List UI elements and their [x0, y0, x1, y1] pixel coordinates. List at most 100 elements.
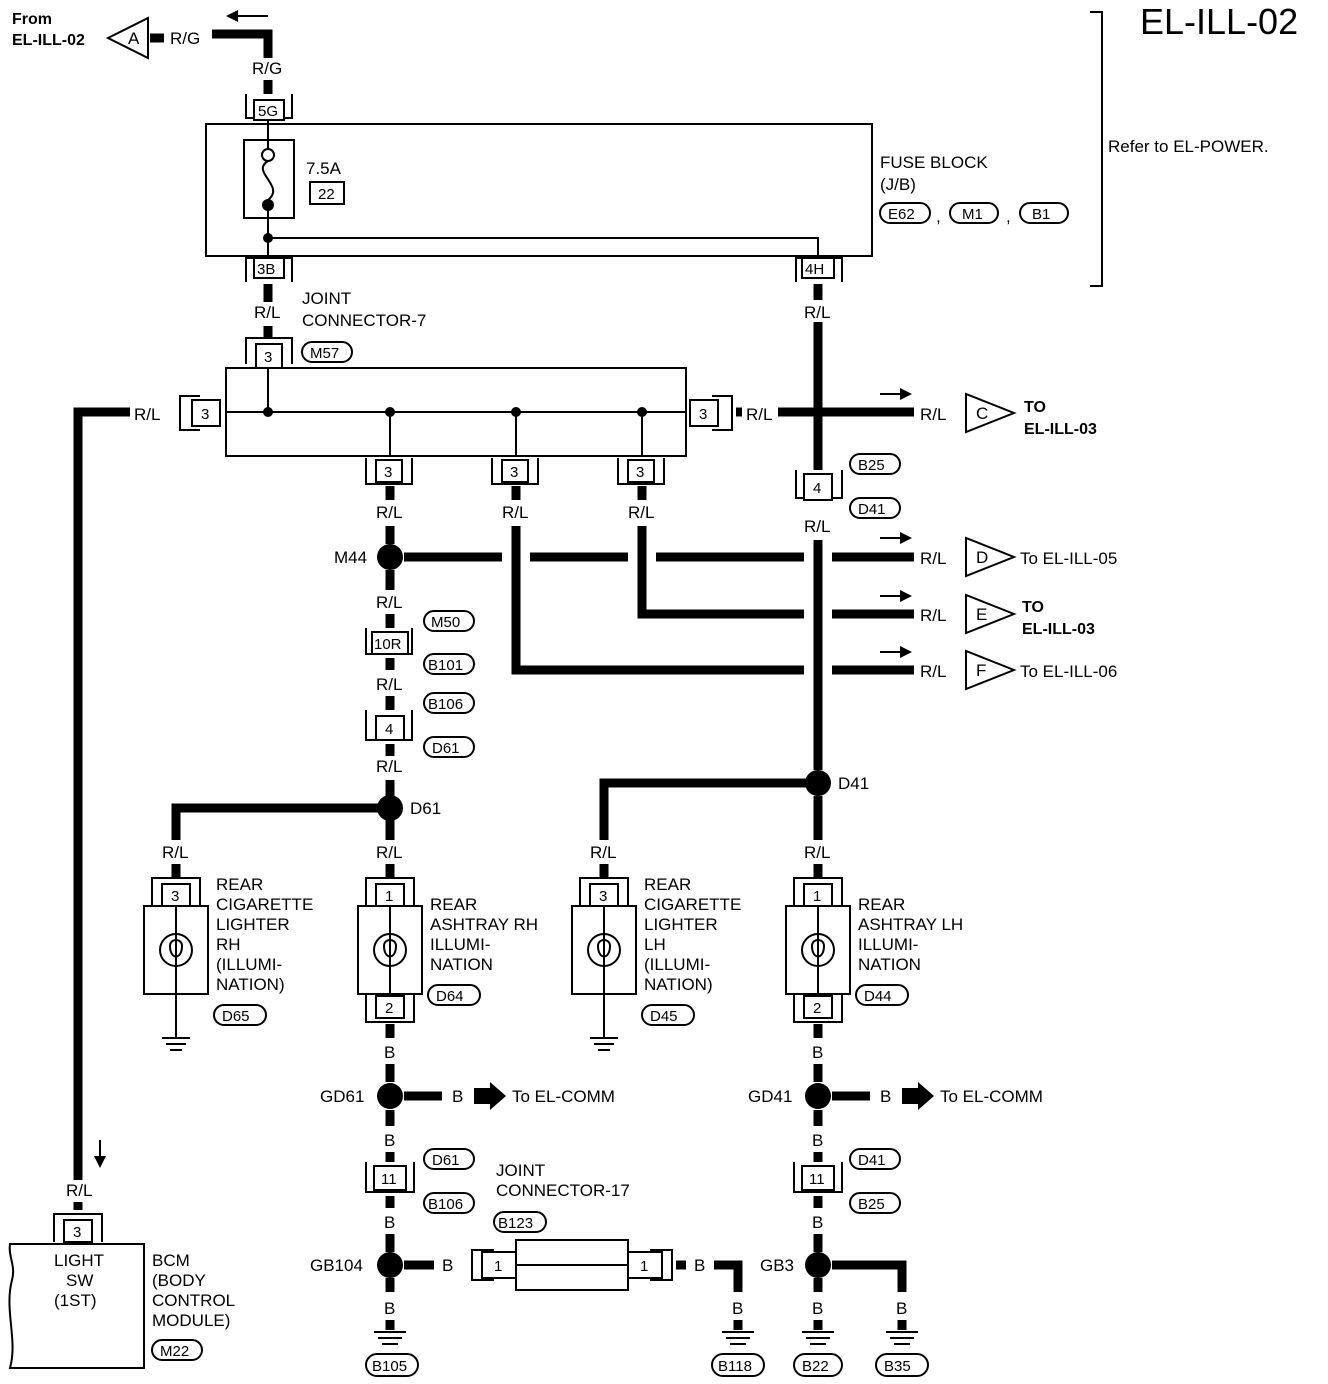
bcm-label-2: (BODY: [152, 1271, 206, 1290]
ash-rh-label-2: ASHTRAY RH: [430, 915, 538, 934]
splice-gd61: [377, 1083, 403, 1109]
fuse-block-subtitle: (J/B): [880, 175, 916, 194]
wire-rl-to-f: [511, 526, 914, 675]
bcm-label-1: BCM: [152, 1251, 190, 1270]
output-d-target: To EL-ILL-05: [1020, 549, 1117, 568]
cig-lh-label-3: LIGHTER: [644, 915, 718, 934]
wire-to-cig-rh: [171, 803, 378, 840]
ground-icon: [802, 1331, 834, 1345]
wire-label-rl-4h: R/L: [804, 303, 830, 322]
splice-gd61-label: GD61: [320, 1087, 364, 1106]
cig-lh-label-2: CIGARETTE: [644, 895, 741, 914]
pin-11-left-shell: [365, 1162, 415, 1193]
fuse-number: 22: [318, 186, 335, 203]
wire-label-rl-d61: R/L: [376, 757, 402, 776]
rear-cigarette-lighter-lh: 3 REAR CIGARETTE LIGHTER LH (ILLUMI- NAT…: [571, 875, 741, 1051]
splice-m44: [377, 544, 403, 570]
splice-gb3: [805, 1252, 831, 1278]
code-b25-lower-badge: [849, 1192, 901, 1214]
jc7-top-shell: [245, 337, 293, 364]
code-b123-badge: [493, 1211, 547, 1233]
jc7-left-pin: [191, 399, 221, 427]
wire-label-rl-b106: R/L: [376, 675, 402, 694]
rear-ashtray-rh: 1 2 REAR ASHTRAY RH ILLUMI- NATION D64: [357, 877, 538, 1023]
code-d41: D41: [858, 501, 886, 518]
wire-label-rl-ash-lh: R/L: [804, 843, 830, 862]
bcm-inner-1: LIGHT: [54, 1251, 104, 1270]
wire-label-b-comm-1: B: [452, 1087, 463, 1106]
code-b101-badge: [423, 653, 475, 675]
code-d61: D61: [432, 740, 460, 757]
cig-rh-label-3: LIGHTER: [216, 915, 290, 934]
label-mask-bcm: [62, 1180, 98, 1202]
code-d41-badge: [849, 497, 901, 519]
ground-b118: B118: [718, 1358, 752, 1375]
ground-icon: [886, 1331, 918, 1345]
jc17-label-2: CONNECTOR-17: [496, 1181, 630, 1200]
ash-rh-pin-1-label: 1: [385, 888, 393, 905]
cig-lh-pin-label: 3: [599, 888, 607, 905]
pin-4-b25: [803, 473, 833, 501]
cig-rh-label-1: REAR: [216, 875, 263, 894]
ground-b105-badge: [365, 1353, 419, 1377]
wire-label-rl-ash-rh: R/L: [376, 843, 402, 862]
bcm-label-3: CONTROL: [152, 1291, 235, 1310]
fuse-bus-to-4h: [268, 237, 819, 262]
ground-b35-badge: [875, 1353, 929, 1377]
jc17-left-pin-label: 1: [494, 1258, 502, 1275]
code-d41-lower-badge: [849, 1148, 901, 1170]
bcm-body: [8, 1243, 145, 1369]
splice-d61: [377, 795, 403, 821]
wire-label-b-5: B: [812, 1043, 823, 1062]
code-m1: M1: [962, 206, 983, 223]
flow-arrow-c-head: [900, 388, 912, 400]
jc17-left-shell: [471, 1249, 494, 1281]
code-d45-badge: [641, 1004, 695, 1026]
flow-arrow-top-head: [226, 10, 238, 22]
wire-label-b-jc17-left: B: [442, 1256, 453, 1275]
ash-rh-label-1: REAR: [430, 895, 477, 914]
label-mask-left: [130, 402, 170, 424]
cig-lh-label-4: LH: [644, 935, 666, 954]
code-d61-lower: D61: [432, 1152, 460, 1169]
wire-label-rl-m50: R/L: [376, 593, 402, 612]
code-d45: D45: [650, 1008, 678, 1025]
code-d61-lower-badge: [423, 1148, 475, 1170]
flow-arrow-bcm-head: [94, 1156, 106, 1168]
wire-label-b-3: B: [384, 1213, 395, 1232]
code-m1-badge: [949, 202, 999, 224]
output-d-arrow: [965, 536, 1017, 578]
output-c-arrow: [965, 392, 1017, 434]
jc7-label-1: JOINT: [302, 289, 351, 308]
fuse-block: [205, 123, 873, 257]
pin-4h-label: 4H: [805, 261, 824, 278]
ash-rh-label-3: ILLUMI-: [430, 935, 490, 954]
wire-label-rl-d41: R/L: [804, 517, 830, 536]
jc7-taps: [389, 412, 643, 456]
code-b106-badge: [423, 692, 475, 714]
splice-gb104: [377, 1252, 403, 1278]
jc17-right-shell: [650, 1249, 673, 1281]
output-e-line2: EL-ILL-03: [1022, 621, 1095, 638]
code-d64-badge: [427, 984, 481, 1006]
jc7-left-pin-label: 3: [201, 406, 209, 423]
bcm-inner-2: SW: [66, 1271, 93, 1290]
splice-d41-label: D41: [838, 774, 869, 793]
filament-icon: [383, 939, 398, 958]
code-b25-lower: B25: [858, 1196, 885, 1213]
jc7-bottom-pins: 3 3 3: [365, 458, 665, 485]
ground-b35: B35: [884, 1358, 911, 1375]
cig-rh-label-4: RH: [216, 935, 241, 954]
arrow-right-icon: [474, 1082, 506, 1110]
code-b106: B106: [428, 696, 463, 713]
wire-label-b-7: B: [812, 1213, 823, 1232]
refer-note: Refer to EL-POWER.: [1108, 137, 1269, 156]
pin-4-d61: [375, 715, 405, 741]
output-c-line2: EL-ILL-03: [1024, 421, 1097, 438]
ground-icon: [590, 1037, 618, 1051]
output-c-line1: TO: [1024, 399, 1046, 416]
code-d44-badge: [855, 984, 909, 1006]
jc17-right-pin: [627, 1251, 663, 1279]
jc7-right-pin-label: 3: [699, 406, 707, 423]
output-d: R/L D To EL-ILL-05: [880, 532, 1117, 578]
